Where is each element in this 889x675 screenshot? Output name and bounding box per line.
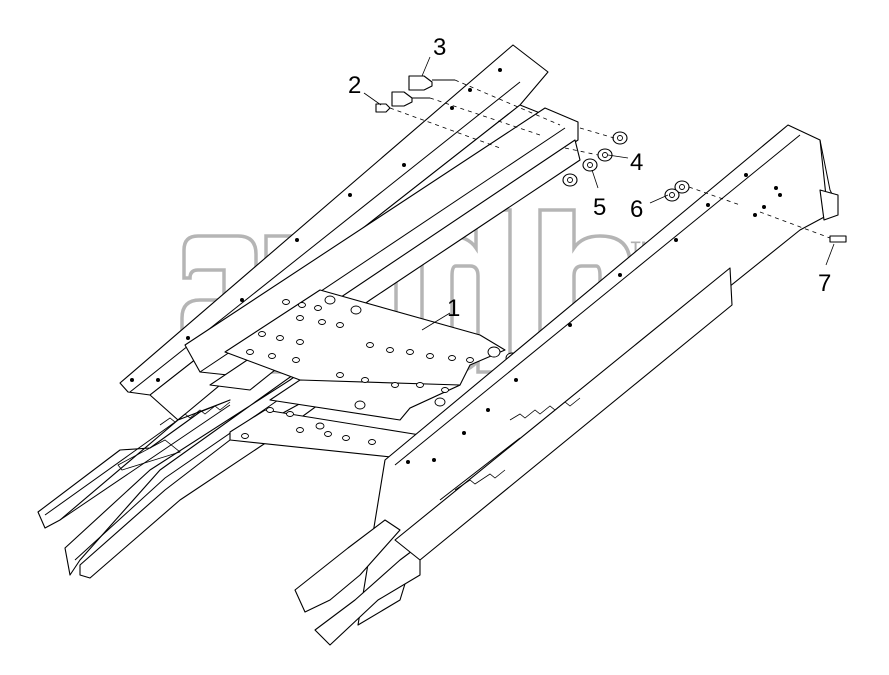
callout-2: 2 [348,72,361,99]
callout-labels: 1 2 3 4 5 6 7 [348,34,831,322]
callout-5: 5 [593,194,606,221]
callout-4: 4 [630,149,643,176]
callout-7: 7 [818,270,831,297]
fasteners [375,75,847,243]
callout-1: 1 [447,295,460,322]
callout-leaders [363,56,835,331]
right-outer-rail [294,124,839,646]
callout-6: 6 [630,196,643,223]
callout-3: 3 [433,34,446,61]
